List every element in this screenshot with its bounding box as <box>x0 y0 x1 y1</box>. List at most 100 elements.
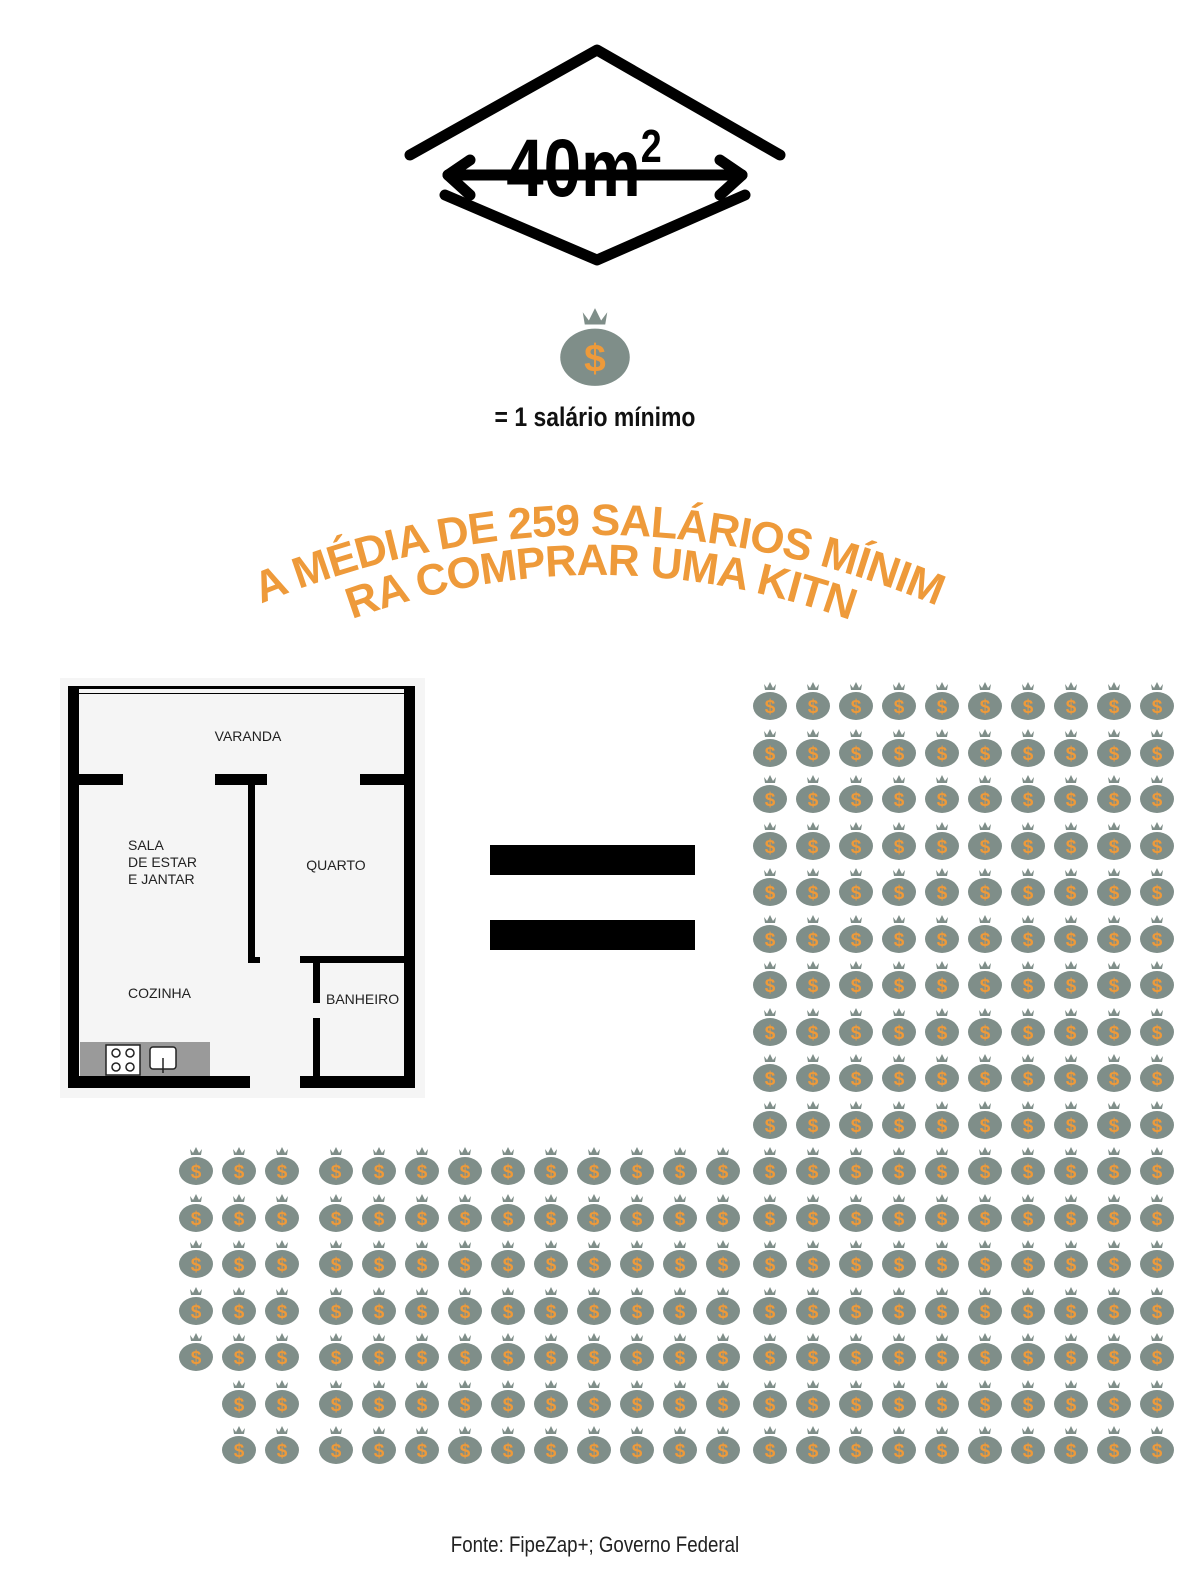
svg-text:$: $ <box>234 1302 245 1323</box>
svg-text:$: $ <box>980 883 991 904</box>
svg-text:$: $ <box>460 1348 471 1369</box>
money-bag-icon: $ <box>405 1147 439 1185</box>
money-bag-icon: $ <box>882 775 916 813</box>
svg-text:$: $ <box>460 1302 471 1323</box>
room-quarto: QUARTO <box>306 857 365 873</box>
money-bag-icon: $ <box>753 1193 787 1232</box>
money-bag-icon: $ <box>663 1426 697 1464</box>
svg-text:$: $ <box>191 1348 202 1369</box>
money-bag-icon: $ <box>620 1147 654 1185</box>
money-bag-icon: $ <box>362 1240 396 1278</box>
money-bag-icon: $ <box>706 1426 740 1464</box>
money-bag-icon: $ <box>222 1147 256 1185</box>
svg-text:$: $ <box>894 1255 905 1276</box>
svg-text:$: $ <box>589 1255 600 1276</box>
money-bag-icon: $ <box>1097 1286 1131 1325</box>
money-bag-icon: $ <box>839 1286 873 1325</box>
svg-text:$: $ <box>277 1255 288 1276</box>
money-bag-icon: $ <box>1011 1333 1045 1371</box>
svg-text:$: $ <box>937 1302 948 1323</box>
area-badge: 40m2 <box>404 44 786 266</box>
money-bag-icon: $ <box>882 1147 916 1185</box>
money-bag-icon: $ <box>179 1193 213 1232</box>
svg-text:$: $ <box>675 1162 686 1183</box>
money-bag-icon: $ <box>405 1379 439 1418</box>
money-bag-icon: $ <box>1011 775 1045 813</box>
money-bag-icon: $ <box>839 961 873 999</box>
money-bag-icon: $ <box>222 1426 256 1464</box>
money-bag-icon: $ <box>968 1286 1002 1325</box>
money-bag-icon: $ <box>796 728 830 767</box>
money-bag-icon: $ <box>882 1379 916 1418</box>
svg-text:$: $ <box>1109 1209 1120 1230</box>
legend-label: = 1 salário mínimo <box>494 402 696 432</box>
room-sala-3: E JANTAR <box>128 871 195 887</box>
money-bag-icon: $ <box>491 1333 525 1371</box>
money-bag-icon: $ <box>1097 1240 1131 1278</box>
svg-text:$: $ <box>632 1302 643 1323</box>
money-bag-icon: $ <box>491 1240 525 1278</box>
svg-text:$: $ <box>460 1162 471 1183</box>
money-bag-icon: $ <box>265 1379 299 1418</box>
svg-text:$: $ <box>1023 1255 1034 1276</box>
money-bag-icon: $ <box>839 775 873 813</box>
svg-text:$: $ <box>589 1209 600 1230</box>
svg-text:$: $ <box>765 1348 776 1369</box>
money-bag-icon: $ <box>753 728 787 767</box>
money-bag-icon: $ <box>839 1054 873 1092</box>
svg-text:$: $ <box>417 1302 428 1323</box>
svg-text:$: $ <box>894 837 905 858</box>
money-bag-icon: $ <box>405 1193 439 1232</box>
money-bag-icon: $ <box>968 1240 1002 1278</box>
svg-text:$: $ <box>191 1162 202 1183</box>
svg-text:$: $ <box>808 1255 819 1276</box>
svg-text:$: $ <box>980 1395 991 1416</box>
money-bag-icon: $ <box>577 1286 611 1325</box>
svg-text:$: $ <box>980 744 991 765</box>
money-bag-icon: $ <box>839 1100 873 1139</box>
money-bag-icon: $ <box>1140 682 1174 720</box>
svg-text:$: $ <box>374 1441 385 1462</box>
svg-text:$: $ <box>765 883 776 904</box>
svg-text:$: $ <box>277 1395 288 1416</box>
money-bag-icon: $ <box>620 1193 654 1232</box>
svg-text:$: $ <box>808 883 819 904</box>
svg-text:$: $ <box>1066 883 1077 904</box>
bag-symbol: $ <box>584 338 606 381</box>
svg-text:$: $ <box>1109 1116 1120 1137</box>
svg-text:$: $ <box>331 1441 342 1462</box>
money-bag-icon: $ <box>796 961 830 999</box>
svg-text:$: $ <box>937 1441 948 1462</box>
money-bag-icon: $ <box>753 961 787 999</box>
money-bag-icon: $ <box>882 1240 916 1278</box>
svg-text:$: $ <box>632 1209 643 1230</box>
money-bag-icon: $ <box>796 821 830 860</box>
money-bag-icon: $ <box>534 1286 568 1325</box>
svg-text:$: $ <box>1023 976 1034 997</box>
money-bag-icon: $ <box>179 1147 213 1185</box>
svg-text:$: $ <box>937 790 948 811</box>
money-bag-icon: $ <box>534 1426 568 1464</box>
svg-text:$: $ <box>234 1395 245 1416</box>
svg-text:$: $ <box>632 1441 643 1462</box>
money-bag-icon: $ <box>882 1054 916 1092</box>
svg-text:$: $ <box>546 1255 557 1276</box>
money-bag-icon: $ <box>1054 1426 1088 1464</box>
svg-text:$: $ <box>417 1162 428 1183</box>
money-bag-icon: $ <box>706 1240 740 1278</box>
svg-text:$: $ <box>808 790 819 811</box>
area-superscript: 2 <box>641 120 662 171</box>
svg-text:$: $ <box>675 1302 686 1323</box>
svg-text:$: $ <box>980 1348 991 1369</box>
svg-text:$: $ <box>503 1395 514 1416</box>
money-bag-icon: $ <box>796 775 830 813</box>
money-bag-icon: $ <box>1140 1147 1174 1185</box>
money-bag-icon: $ <box>1097 682 1131 720</box>
money-bag-icon: $ <box>925 868 959 906</box>
svg-text:$: $ <box>1023 1348 1034 1369</box>
money-bag-icon: $ <box>1054 682 1088 720</box>
svg-text:$: $ <box>765 1162 776 1183</box>
svg-text:$: $ <box>417 1395 428 1416</box>
money-bag-icon: $ <box>968 1100 1002 1139</box>
svg-text:$: $ <box>894 697 905 718</box>
